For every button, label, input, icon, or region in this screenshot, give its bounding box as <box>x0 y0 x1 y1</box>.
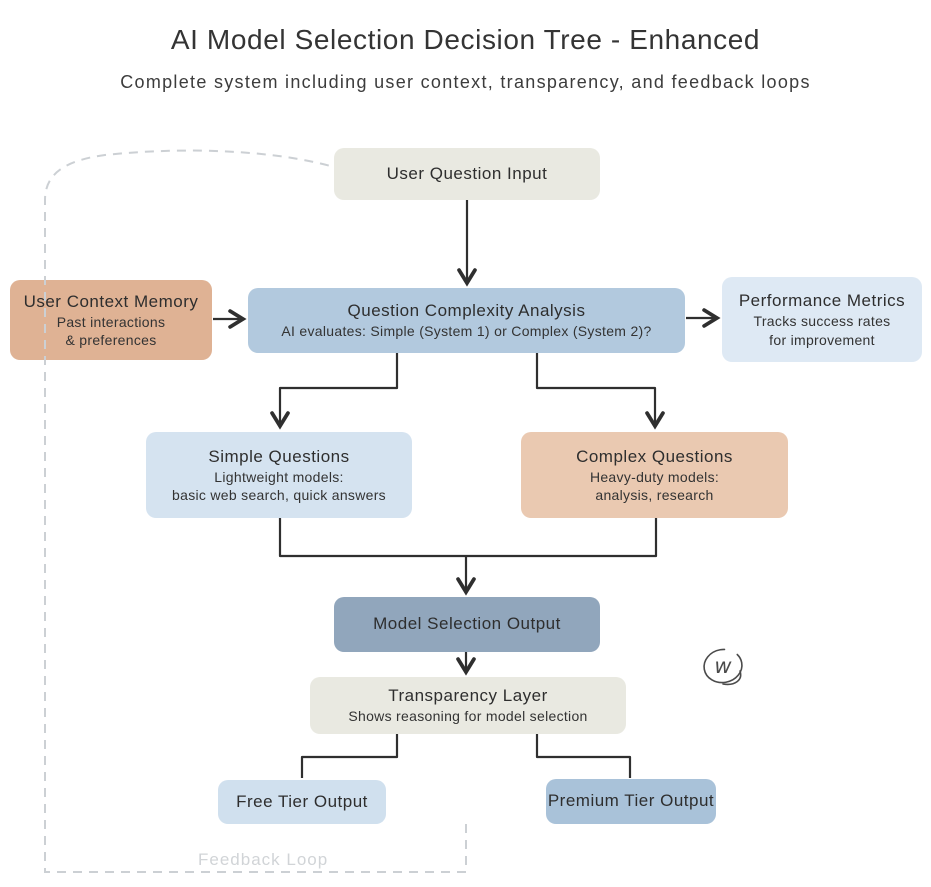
edge-transparency-to-premium <box>535 734 632 778</box>
node-title: Free Tier Output <box>236 791 368 811</box>
edge-transparency-to-free <box>300 734 399 778</box>
node-subtext: & preferences <box>65 332 157 349</box>
node-title: User Context Memory <box>23 291 199 311</box>
node-subtext: Shows reasoning for model selection <box>348 708 588 725</box>
node-user-context-memory[interactable]: User Context Memory Past interactions & … <box>10 280 212 360</box>
node-subtext: Lightweight models: <box>214 468 344 485</box>
node-title: Simple Questions <box>208 446 350 466</box>
node-title: Transparency Layer <box>388 686 548 706</box>
node-transparency-layer[interactable]: Transparency Layer Shows reasoning for m… <box>310 677 626 734</box>
node-subtext: Heavy-duty models: <box>589 468 720 485</box>
edge-complexity-to-simple <box>270 353 399 430</box>
node-title: Performance Metrics <box>738 291 906 311</box>
node-subtext: AI evaluates: Simple (System 1) or Compl… <box>281 323 652 340</box>
page-title: AI Model Selection Decision Tree - Enhan… <box>170 24 761 55</box>
node-subtext: analysis, research <box>595 487 714 504</box>
edge-simple-to-merge <box>278 518 466 558</box>
node-complex-questions[interactable]: Complex Questions Heavy-duty models: ana… <box>521 432 788 518</box>
node-premium-tier-output[interactable]: Premium Tier Output <box>546 779 716 824</box>
node-free-tier-output[interactable]: Free Tier Output <box>218 780 386 824</box>
node-title: Model Selection Output <box>373 614 561 634</box>
edge-complex-to-merge <box>466 518 658 558</box>
edge-complexity-to-complex <box>535 353 665 430</box>
whimsical-watermark-icon: w <box>703 648 743 686</box>
node-subtext: basic web search, quick answers <box>172 487 386 504</box>
node-model-selection-output[interactable]: Model Selection Output <box>334 597 600 652</box>
node-subtext: for improvement <box>769 331 875 348</box>
node-subtext: Tracks success rates <box>753 313 891 330</box>
watermark-letter: w <box>714 654 732 678</box>
node-simple-questions[interactable]: Simple Questions Lightweight models: bas… <box>146 432 412 518</box>
node-performance-metrics[interactable]: Performance Metrics Tracks success rates… <box>722 277 922 362</box>
page-subtitle: Complete system including user context, … <box>120 72 811 92</box>
node-subtext: Past interactions <box>56 313 166 330</box>
node-title: Complex Questions <box>576 446 733 466</box>
node-user-question-input[interactable]: User Question Input <box>334 148 600 200</box>
node-question-complexity-analysis[interactable]: Question Complexity Analysis AI evaluate… <box>248 288 685 353</box>
node-title: Question Complexity Analysis <box>347 301 586 321</box>
node-title: User Question Input <box>386 163 548 183</box>
node-title: Premium Tier Output <box>547 791 715 811</box>
feedback-loop-label: Feedback Loop <box>188 849 339 871</box>
